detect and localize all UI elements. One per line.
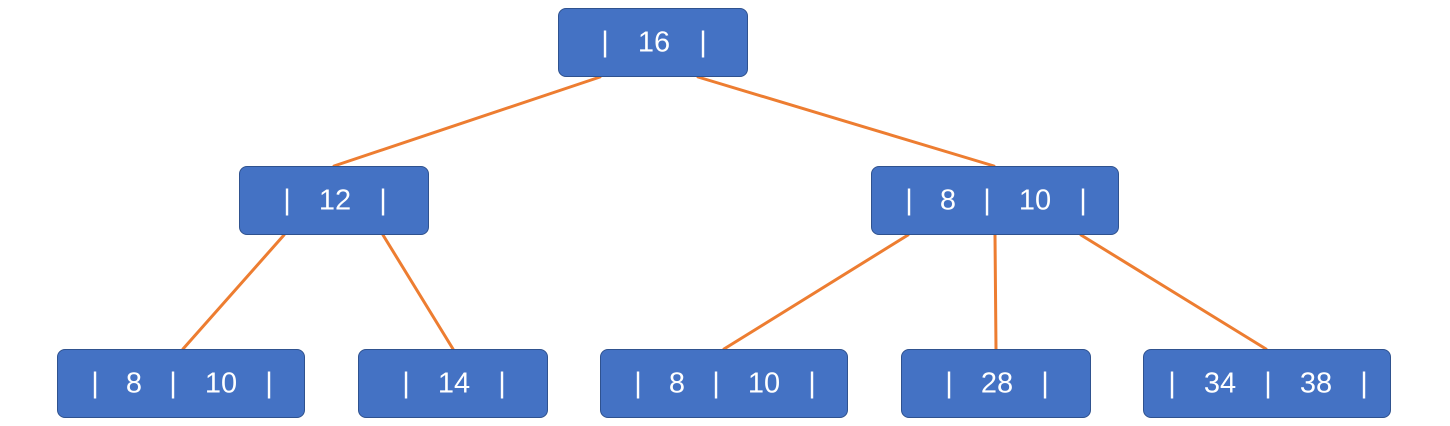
node-separator: | (1041, 367, 1049, 399)
edge-node-8-10-to-leaf-34-38 (1079, 233, 1268, 351)
node-key: 8 (939, 184, 957, 216)
edge-node-12-to-leaf-14 (381, 233, 455, 351)
node-key: 14 (437, 367, 471, 399)
node-separator: | (498, 367, 506, 399)
node-separator: | (1079, 184, 1087, 216)
node-separator: | (699, 26, 707, 58)
tree-node-leaf-2: | 14 | (358, 349, 548, 418)
node-key: 10 (747, 367, 781, 399)
edge-root-to-node-12 (332, 75, 602, 168)
node-key: 28 (980, 367, 1014, 399)
node-separator: | (905, 184, 913, 216)
edge-node-8-10-to-leaf-28 (993, 233, 998, 351)
node-separator: | (808, 367, 816, 399)
node-separator: | (1168, 367, 1176, 399)
edge-root-to-node-8-10 (696, 75, 996, 168)
node-separator: | (169, 367, 177, 399)
node-key: 38 (1299, 367, 1333, 399)
node-separator: | (945, 367, 953, 399)
node-separator: | (601, 26, 609, 58)
edge-node-8-10-to-leaf-8-10 (722, 233, 910, 351)
node-key: 34 (1203, 367, 1237, 399)
node-separator: | (379, 184, 387, 216)
node-separator: | (265, 367, 273, 399)
edge-node-12-to-leaf-8-10 (181, 233, 286, 351)
node-key: 8 (125, 367, 143, 399)
node-key: 10 (1018, 184, 1052, 216)
node-separator: | (283, 184, 291, 216)
tree-node-leaf-3: | 8 | 10 | (600, 349, 848, 418)
node-separator: | (634, 367, 642, 399)
tree-node-level2-right: | 8 | 10 | (871, 166, 1119, 235)
node-key: 12 (318, 184, 352, 216)
tree-node-root: | 16 | (558, 8, 748, 77)
node-separator: | (1360, 367, 1368, 399)
node-separator: | (983, 184, 991, 216)
node-key: 8 (668, 367, 686, 399)
tree-node-leaf-1: | 8 | 10 | (57, 349, 305, 418)
tree-node-leaf-5: | 34 | 38 | (1143, 349, 1391, 418)
node-key: 16 (637, 26, 671, 58)
node-key: 10 (204, 367, 238, 399)
node-separator: | (1264, 367, 1272, 399)
node-separator: | (91, 367, 99, 399)
tree-node-leaf-4: | 28 | (901, 349, 1091, 418)
tree-node-level2-left: | 12 | (239, 166, 429, 235)
node-separator: | (402, 367, 410, 399)
node-separator: | (712, 367, 720, 399)
